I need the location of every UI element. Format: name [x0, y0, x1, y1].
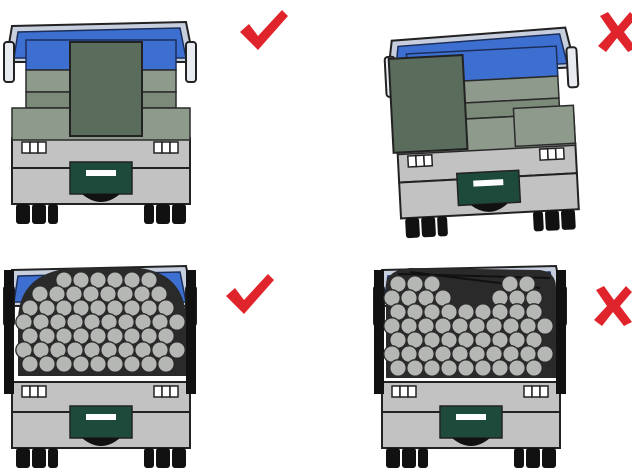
log [537, 318, 553, 334]
left-stake [374, 270, 384, 394]
panel-log-load-gap [374, 266, 566, 468]
log [537, 346, 553, 362]
panel-box-load-offset [384, 27, 586, 239]
log [90, 356, 106, 372]
log [407, 360, 423, 376]
log [56, 356, 72, 372]
log [390, 360, 406, 376]
cross-mark-icon [594, 286, 632, 326]
check-mark-icon [226, 274, 274, 314]
cargo-box-centered [70, 42, 142, 136]
log [107, 356, 123, 372]
log [441, 360, 457, 376]
right-stake [186, 270, 196, 394]
right-stake [556, 270, 566, 394]
log [526, 360, 542, 376]
cross-mark-icon [598, 12, 632, 52]
log [492, 360, 508, 376]
log [169, 342, 185, 358]
log [424, 360, 440, 376]
cargo-box-offset [389, 55, 468, 153]
log [509, 360, 525, 376]
log [475, 360, 491, 376]
left-stake [4, 270, 14, 394]
log [169, 314, 185, 330]
log [124, 356, 140, 372]
log [158, 356, 174, 372]
check-mark-icon [240, 10, 288, 50]
log [141, 356, 157, 372]
panel-box-load-centered [4, 10, 288, 224]
log [73, 356, 89, 372]
log [39, 356, 55, 372]
log-pile [16, 272, 185, 372]
panel-log-load-full [4, 266, 274, 468]
log [458, 360, 474, 376]
log [22, 356, 38, 372]
